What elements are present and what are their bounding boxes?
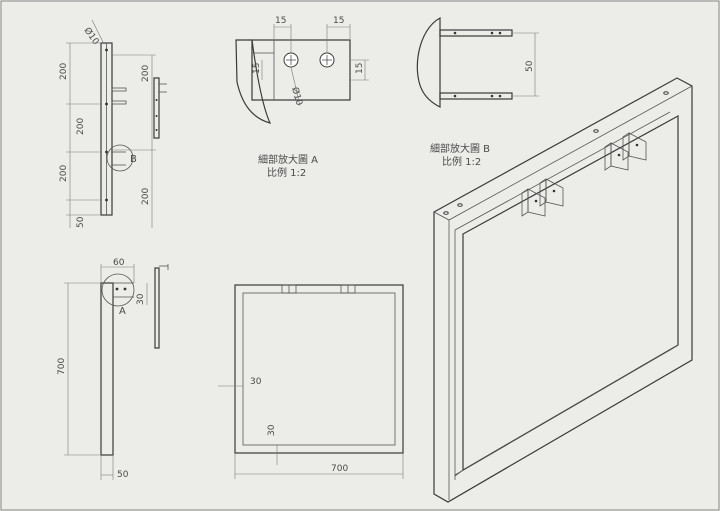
dim-elev-700: 700	[57, 358, 67, 375]
iso-brackets	[521, 132, 647, 217]
side-view: B Ø10 200 200 200 50 200 200	[59, 19, 156, 228]
dim-det-a-dia: Ø10	[289, 86, 304, 107]
dim-side-200-c: 200	[59, 165, 69, 182]
dim-elev-50: 50	[117, 470, 129, 480]
dim-side-right-200-a: 200	[141, 65, 151, 82]
detail-a-view: 15 15 15 15 Ø10 細部放大圖 A 比例 1:2	[235, 16, 369, 179]
detail-b-label: B	[130, 154, 137, 165]
detail-b-scale: 比例 1:2	[442, 155, 481, 168]
detail-a-label: A	[119, 306, 126, 317]
dim-side-dia: Ø10	[82, 25, 102, 47]
detail-b-title: 細部放大圖 B	[430, 142, 490, 155]
dim-det-a-15-vert-right: 15	[355, 63, 365, 74]
dim-side-200-a: 200	[59, 63, 69, 80]
dim-det-b-50: 50	[525, 60, 535, 72]
detail-a-scale: 比例 1:2	[267, 166, 306, 179]
dim-det-a-15-vert-left: 15	[252, 63, 262, 74]
dim-det-a-15-right: 15	[333, 16, 344, 26]
bracket-plate-side	[153, 77, 167, 139]
dim-side-right-200-b: 200	[141, 188, 151, 205]
dim-side-200-b: 200	[76, 118, 86, 135]
detail-a-title: 細部放大圖 A	[258, 153, 318, 166]
elevation-leg	[100, 282, 114, 456]
front-frame-outer	[234, 284, 404, 454]
dim-elev-30: 30	[136, 293, 146, 305]
front-view: 30 30 700	[218, 284, 404, 479]
dim-front-30-v: 30	[267, 424, 277, 436]
dim-front-700: 700	[331, 464, 348, 474]
detail-a-plate	[251, 39, 351, 101]
dim-elev-60: 60	[113, 258, 125, 268]
elevation-view: A 60 30 700 50	[57, 258, 148, 480]
iso-frame-opening	[462, 114, 679, 472]
detail-b-break-outline	[416, 16, 441, 108]
dim-side-50: 50	[76, 216, 86, 228]
detail-a-callout	[101, 273, 135, 307]
isometric-view	[433, 77, 693, 503]
detail-b-callout	[106, 144, 134, 172]
detail-b-view: 50 細部放大圖 B 比例 1:2	[416, 16, 539, 168]
detail-a-break-outline	[235, 39, 272, 124]
bracket-plate-elev	[154, 264, 169, 349]
dim-det-a-15-left: 15	[275, 16, 286, 26]
dim-front-30-h: 30	[250, 377, 262, 387]
front-frame-inner	[242, 292, 396, 446]
iso-frame-outer	[433, 77, 693, 503]
